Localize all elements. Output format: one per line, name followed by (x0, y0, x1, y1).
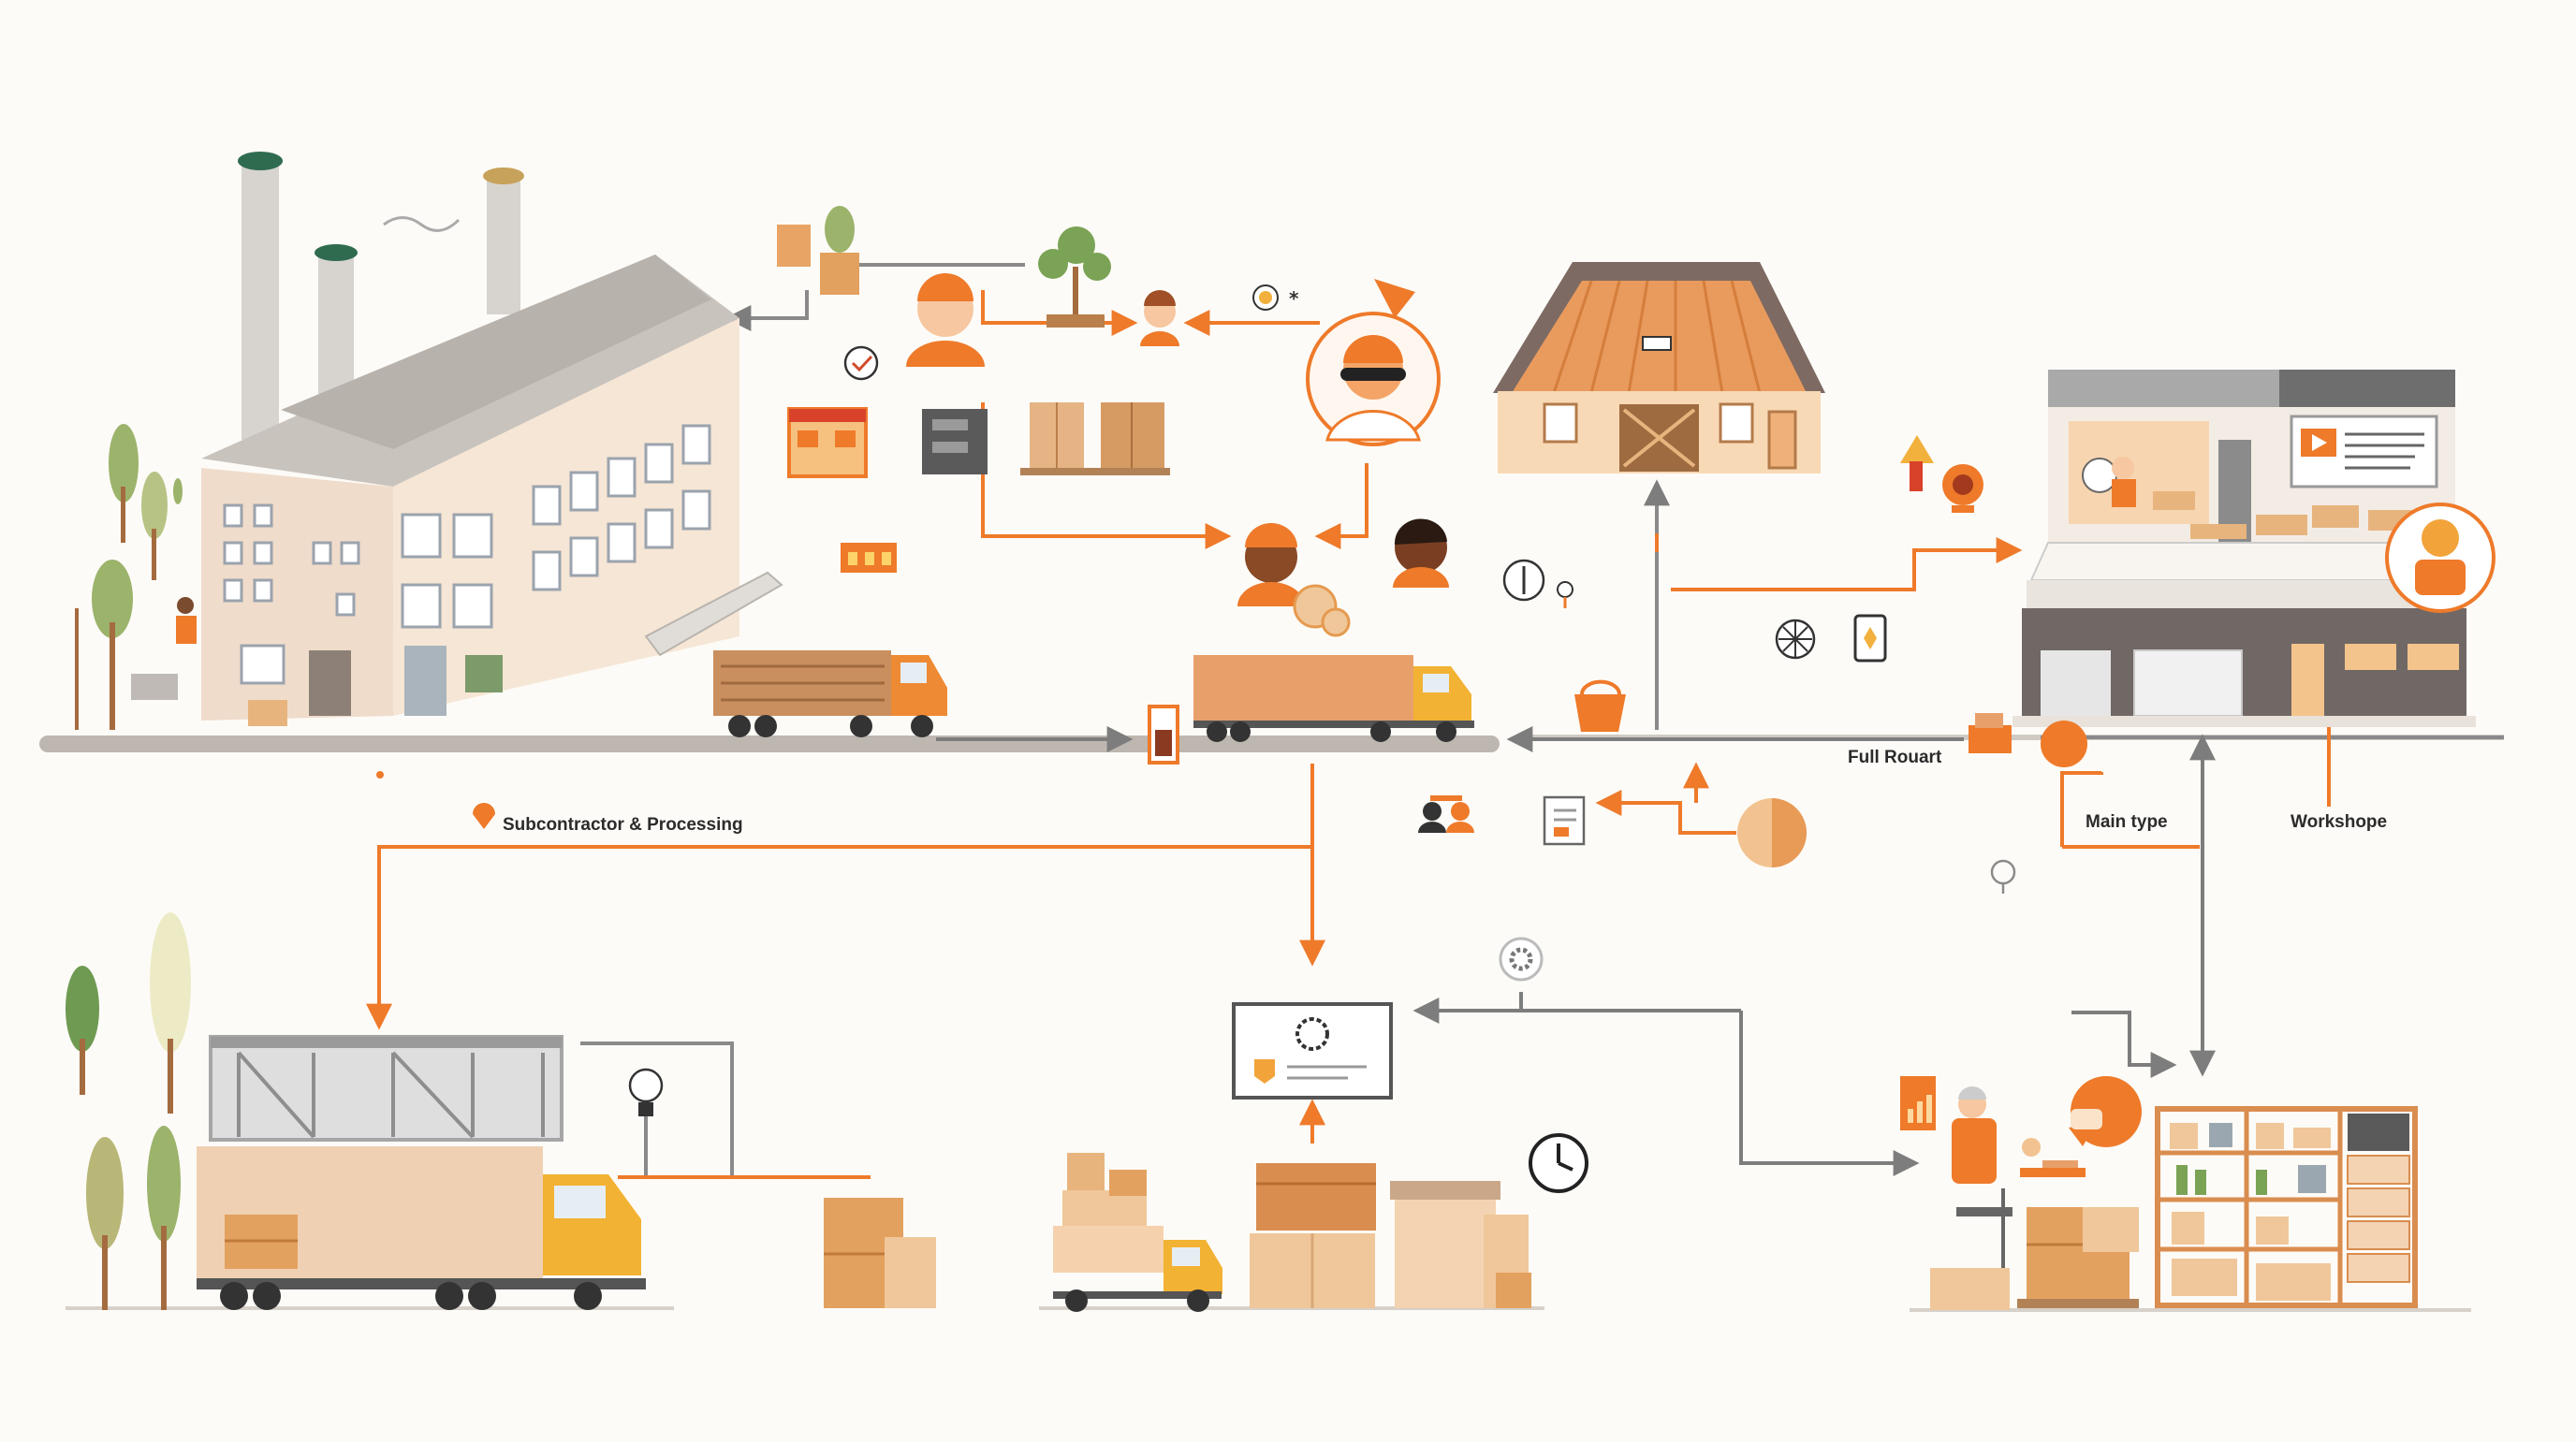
person-icon-small (1140, 290, 1179, 346)
worker-avatar-right (2385, 503, 2496, 613)
worker-station (1900, 1076, 2142, 1310)
coin-icon: * (1252, 284, 1299, 311)
globe-icon (1775, 619, 1816, 660)
factory (75, 152, 783, 730)
full-route-icons (1969, 713, 2087, 767)
plant-tree-icon (1038, 226, 1111, 328)
box-stack-center (1250, 1163, 1531, 1308)
location-pin-icon (1502, 559, 1573, 608)
worker-group (1237, 518, 1449, 637)
checkmark-icon (843, 345, 879, 381)
manager-avatar (1306, 312, 1441, 446)
workshop-building (2012, 370, 2476, 727)
delivery-van (1053, 1153, 1222, 1312)
label-subcontractor-processing: Subcontractor & Processing (503, 815, 743, 835)
bucket-icon (1574, 679, 1626, 732)
crate-stack (1020, 402, 1170, 475)
certificate-icon (1232, 1002, 1393, 1100)
team-icon (1418, 795, 1474, 833)
person-icon (906, 273, 985, 367)
location-marker-icon (473, 803, 495, 829)
potted-plant (777, 206, 859, 295)
accent-dot (376, 771, 384, 779)
main-road (39, 735, 2504, 752)
warehouse-left (66, 912, 936, 1310)
truck-2 (1193, 655, 1474, 742)
pie-icon (1737, 798, 1807, 867)
cart-icon (841, 543, 897, 573)
truck-1 (713, 650, 947, 737)
phone-icon (1853, 614, 1887, 663)
house (1493, 262, 1825, 473)
connectors (366, 263, 2331, 1179)
svg-text:*: * (1289, 287, 1299, 310)
label-workshop: Workshope (2291, 812, 2388, 832)
label-main-type: Main type (2086, 812, 2168, 832)
shelving-unit (2155, 1106, 2418, 1308)
up-arrow-icon (1900, 435, 1934, 491)
lightbulb-icon (628, 1068, 664, 1116)
flag-icon (1374, 279, 1415, 318)
box-pallet-right (2017, 1207, 2139, 1308)
clock-icon (1529, 1133, 1588, 1193)
gas-pump-icon (1148, 705, 1179, 765)
shop-stall-icon (787, 407, 868, 478)
cabinet-icon (922, 409, 988, 474)
alarm-icon (1942, 464, 1983, 513)
support-icon (1990, 859, 2016, 894)
gear-icon (1499, 937, 1544, 982)
label-full-route: Full Rouart (1848, 748, 1942, 767)
document-icon (1543, 795, 1586, 846)
